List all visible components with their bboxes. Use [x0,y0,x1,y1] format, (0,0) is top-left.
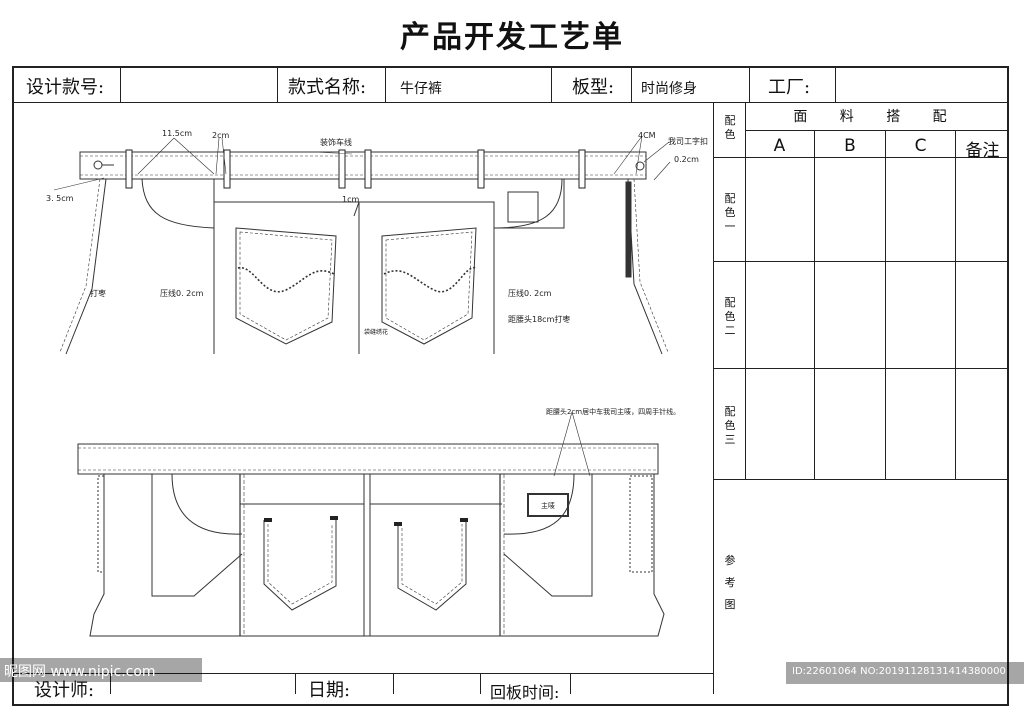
header-divider [835,66,836,102]
factory-label: 工厂: [768,77,811,98]
column-remarks: 备注 [965,141,1000,161]
bottom-divider [480,673,481,694]
annotation-press-left: 压线0. 2cm [160,288,204,298]
lower-body-outline [89,474,665,637]
date-label: 日期: [308,680,351,701]
header-divider [277,66,278,102]
annotation-press-right: 压线0. 2cm [508,288,552,298]
column-b: B [844,136,856,156]
left-side-seam [65,178,107,355]
reference-label: 参考图 [724,554,736,611]
row-color-3: 配色三 [724,405,736,446]
header-divider [749,66,750,102]
annotation-bartack: 打枣 [90,288,106,298]
bottom-divider [393,673,394,694]
waistband-front-view [77,443,659,475]
panel-rule [713,261,1009,262]
annotation-11-5cm: 11.5cm [162,129,192,138]
page-title: 产品开发工艺单 [400,20,624,55]
panel-col-divider [955,130,956,479]
panel-rule [713,368,1009,369]
panel-col-divider [814,130,815,479]
watermark-left-bg [0,658,202,682]
front-pocket-left [141,178,215,229]
fabric-header: 面 料 搭 配 [793,109,961,125]
row-color-1: 配色一 [724,192,736,233]
header-divider [631,66,632,102]
watermark-left: 昵图网 www.nipic.com [4,664,156,680]
design-no-label: 设计款号: [26,77,105,98]
right-panel-border [713,102,714,694]
annotation-pocket-stitch: 袋缝绣花 [364,328,388,336]
column-c: C [914,136,927,156]
waistband-back-view [79,151,647,180]
header-divider [385,66,386,102]
annotation-3-5cm: 3. 5cm [46,194,74,203]
panel-rule [713,157,1009,158]
pattern-label: 板型: [572,77,615,98]
back-pocket-left [235,227,337,345]
header-bottom-rule [12,102,1009,103]
annotation-2cm: 2cm [212,131,229,140]
right-side-seam [627,178,663,355]
watermark-right: ID:22601064 NO:20191128131414380000 [792,666,1006,677]
bottom-divider [110,673,111,694]
annotation-deco-stitch: 装饰车线 [320,137,352,147]
style-name-value[interactable]: 牛仔裤 [400,81,442,97]
annotation-company-button: 我司工字扣 [668,136,708,146]
return-time-label: 回板时间: [490,683,560,702]
header-divider [551,66,552,102]
annotation-1cm: 1cm [342,195,359,204]
annotation-4cm: 4CM [638,131,656,140]
watermark-right-bg [786,662,1024,684]
row-color-2: 配色二 [724,296,736,337]
panel-col-divider [885,130,886,479]
panel-rule [713,479,1009,480]
panel-rule [745,130,1009,131]
bottom-divider [295,673,296,694]
annotation-waist-bartack: 距腰头18cm打枣 [508,314,570,324]
annotation-main-label: 主唛 [541,501,555,510]
color-label: 配色 [724,114,736,141]
annotation-main-label-note: 距腰头2cm居中车我司主唛，四周手针线。 [546,407,680,416]
annotation-0-2cm: 0.2cm [674,155,699,164]
bottom-rule [12,673,713,674]
jeans-technical-drawing: 11.5cm 2cm 装饰车线 4CM 我司工字扣 0.2cm 3. 5cm 1… [46,129,708,637]
panel-divider [745,102,746,479]
pattern-value[interactable]: 时尚修身 [641,81,697,97]
header-divider [120,66,121,102]
back-pocket-right [381,227,477,345]
column-a: A [773,136,786,156]
bottom-divider [570,673,571,694]
style-name-label: 款式名称: [288,77,367,98]
